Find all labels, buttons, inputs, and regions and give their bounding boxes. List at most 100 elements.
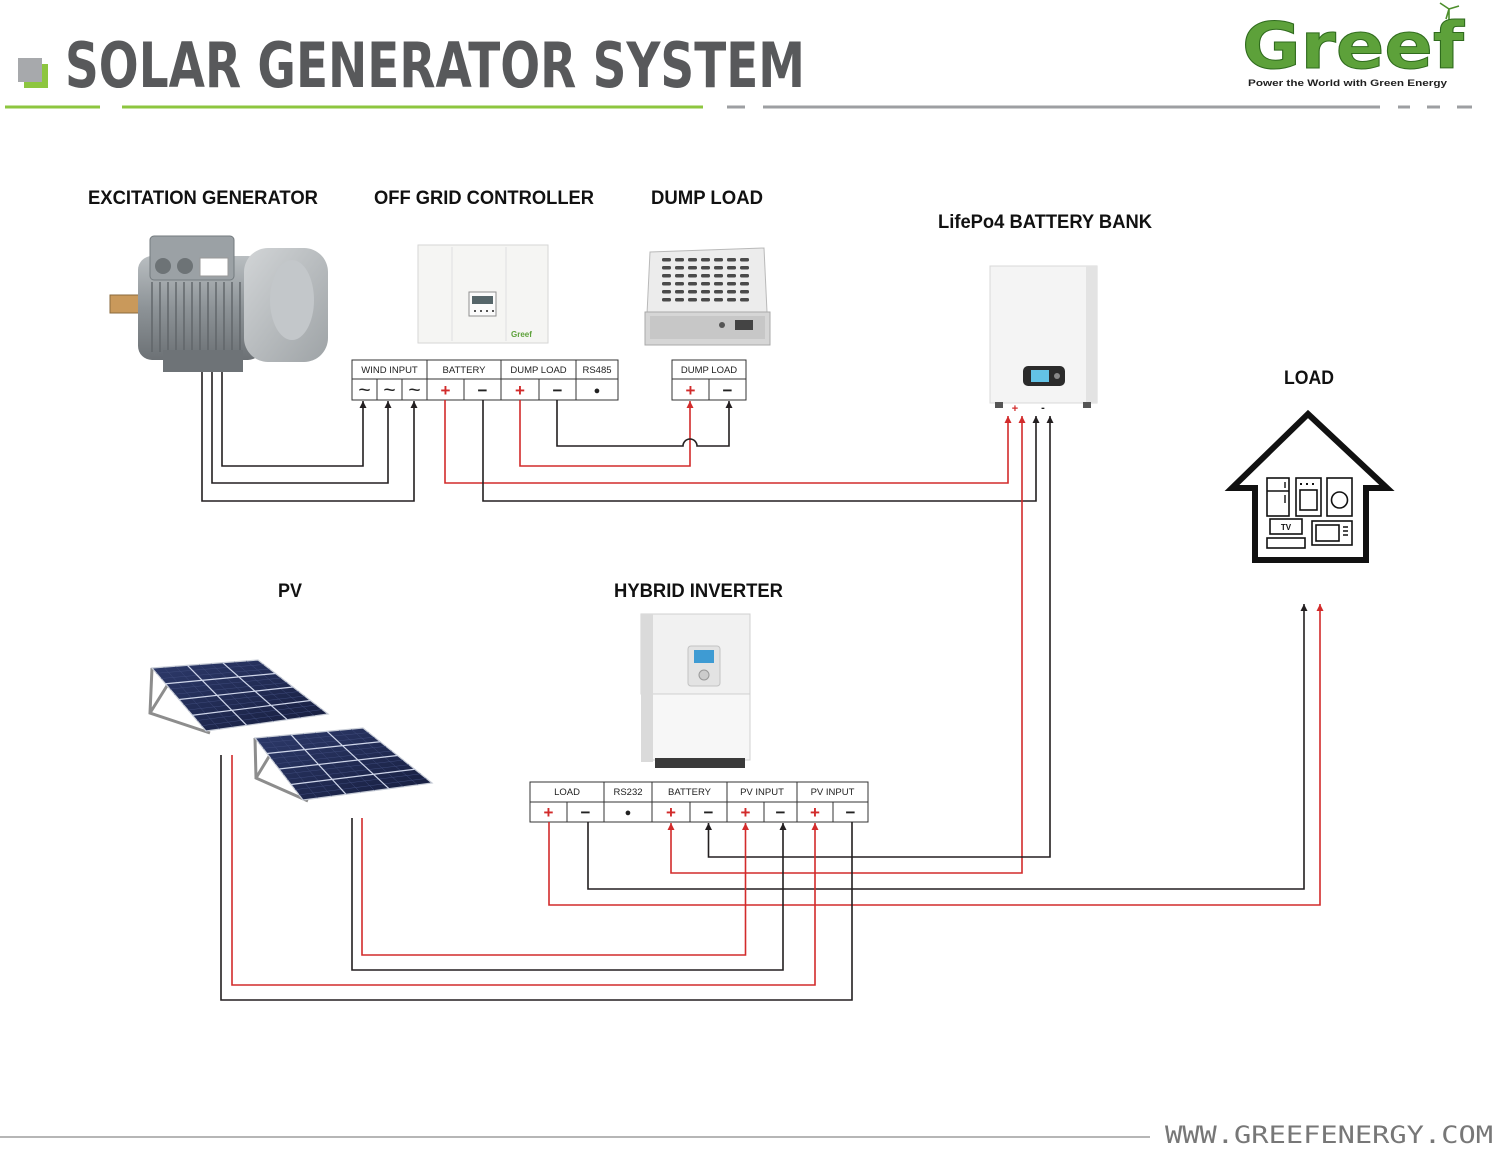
controller-wind-input-phase-1: ~ [358,379,370,402]
wire-generator-phase-3 [201,372,418,502]
panel-grid-line [294,773,421,790]
off-grid-controller-label: OFF GRID CONTROLLER [374,188,594,209]
dump-load-vent-slot [662,258,671,262]
dump-load-vent-slot [701,266,710,270]
inverter-battery-negative: − [704,803,714,822]
inverter-lower-housing [649,693,751,761]
pv-panel-1-cell-grid [156,660,323,730]
dump-load-vent-slot [714,266,723,270]
dump-load-vent-slot [740,258,749,262]
panel-grid-line [266,741,381,755]
dump-load-vent-slot [688,274,697,278]
panel-grid-line [192,699,311,716]
panel-grid-line [278,754,398,770]
dump-load-vent-slot [662,282,671,286]
controller-battery-positive: + [441,381,451,400]
controller-dump-load-positive: + [515,381,525,400]
controller-wind-input-header: WIND INPUT [361,365,418,376]
inverter-rs232-port: ● [625,807,632,819]
panel-grid-line [286,764,410,780]
dump-load-vent-slot [727,290,736,294]
controller-terminal-frame [351,359,619,401]
excitation-generator-image [109,235,328,372]
dump-load-terminal-dividers [672,378,746,400]
panel-grid-line [187,695,305,711]
wire-dump-load-positive [519,400,694,467]
dump-load-vent-slot [701,298,710,302]
microwave-icon [1311,520,1353,546]
controller-dump-load-header: DUMP LOAD [510,365,566,376]
wire-controller-battery-negative [482,400,1040,502]
controller-battery-header: BATTERY [443,365,487,376]
dump-load-vent-slot [714,290,723,294]
wire-pv-panel-2-positive [361,818,749,956]
controller-brand-mark: Greef [511,330,532,339]
hybrid-inverter-label: HYBRID INVERTER [614,581,783,602]
dump-load-vent-slot [701,258,710,262]
battery-negative-terminal-label: - [1041,402,1045,414]
wire-controller-battery-positive [444,400,1012,484]
tv-label: TV [1281,523,1292,532]
inverter-load-positive: + [544,803,554,822]
panel-grid-line [165,672,276,685]
controller-rs485-header: RS485 [582,365,611,376]
panel-grid-line [262,736,375,749]
logo-tagline: Power the World with Green Energy [1248,78,1448,89]
dump-load-vent-slot [662,298,671,302]
fridge-body [1266,477,1290,517]
battery-positive-terminal-label: + [1012,403,1018,415]
inverter-display-screen [694,650,714,663]
excitation-generator-label: EXCITATION GENERATOR [88,188,318,209]
dump-load-vent-slot [727,274,736,278]
controller-battery-negative: − [478,381,488,400]
dump-load-vent-slot [675,258,684,262]
dump-load-vent-slot [727,258,736,262]
generator-end-cap-highlight [270,260,314,340]
load-label: LOAD [1284,368,1334,389]
inverter-load-header: LOAD [554,787,580,798]
pv-panel-1-stand [148,667,211,735]
dump-load-vent-slot [675,282,684,286]
wire-dump-load-negative [556,400,733,447]
dump-load-positive: + [686,381,696,400]
dump-load-top-cover [646,247,768,315]
hybrid-inverter-image [640,613,751,768]
tv-cabinet-icon [1266,537,1306,549]
inverter-pv-input-1-negative: − [776,803,786,822]
pv-panel-2 [253,727,434,803]
dump-load-vent-slot [727,298,736,302]
inverter-side-panel [641,614,653,762]
wire-generator-phase-1 [221,372,367,467]
pv-panel-1 [148,659,330,735]
battery-bank-image: + - [989,265,1098,415]
off-grid-controller-image: Greef [417,244,549,344]
inverter-pv-input-2-header: PV INPUT [811,787,855,798]
dump-load-vent-slot [740,266,749,270]
dump-load-vent-slot [714,274,723,278]
generator-cable-gland-left [155,258,171,274]
inverter-cable-glands [655,758,745,768]
wire-battery-inverter-negative [705,416,1054,858]
inverter-pv-input-2-negative: − [846,803,856,822]
battery-display-screen [1031,370,1049,382]
dump-load-vent-slot [727,266,736,270]
inverter-terminal-block: LOAD RS232 BATTERY PV INPUT PV INPUT + −… [529,781,869,823]
dump-load-vent-slot [740,290,749,294]
controller-wind-input-phase-3: ~ [408,379,420,402]
dump-load-vent-slot [662,274,671,278]
battery-foot-left [995,402,1003,408]
dump-load-vent-slot [740,282,749,286]
inverter-knob [698,669,710,681]
washer-drum [1330,491,1349,509]
footer: WWW.GREEFENERGY.COM [0,1121,1493,1149]
controller-rs485-port: ● [594,385,601,397]
dump-load-vent-slot [688,266,697,270]
panel-grid-line [183,691,299,705]
oven-window [1299,489,1318,511]
battery-power-button [1054,373,1060,379]
tv-screen [1269,518,1303,535]
footer-website: WWW.GREEFENERGY.COM [1165,1121,1493,1149]
dump-load-vent-slots [662,258,749,302]
dump-load-vent-slot [688,290,697,294]
